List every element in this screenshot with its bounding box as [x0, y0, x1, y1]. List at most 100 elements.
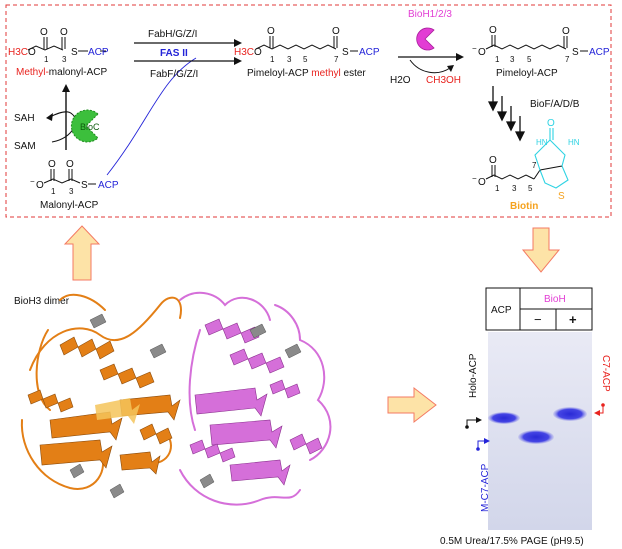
methyl-malonyl-o2: O [28, 47, 36, 58]
bioh-arrowhead [456, 53, 464, 61]
sah-label: SAH [14, 113, 35, 124]
biotin-minus: − [472, 174, 477, 183]
pimeloyl-ester-name-b: methyl [311, 68, 340, 79]
methyl-malonyl-name-prefix: Methyl- [16, 67, 49, 78]
pimeloyl-ester-o2: O [254, 47, 262, 58]
malonyl-name: Malonyl-ACP [40, 200, 99, 211]
methyl-malonyl-o1: O [40, 27, 48, 38]
pimeloyl-o1: O [489, 25, 497, 36]
pimeloyl-name: Pimeloyl-ACP [496, 68, 558, 79]
biotin-o1: O [489, 155, 497, 166]
c7-acp-label: C7-ACP [600, 355, 611, 392]
bioh-enzyme-label: BioH1/2/3 [408, 9, 452, 20]
gel-col-acp: ACP [491, 305, 512, 316]
pimeloyl-ester-s: S [342, 47, 349, 58]
pimeloyl-ester-name-a: Pimeloyl-ACP [247, 68, 311, 79]
sam-label: SAM [14, 141, 36, 152]
pimeloyl-num7: 7 [565, 55, 570, 64]
malonyl-num1: 1 [51, 187, 56, 196]
fabfgzi-label: FabF/G/Z/I [150, 69, 198, 80]
pimeloyl-acp-structure [485, 35, 588, 52]
bioh-enzyme-icon [416, 27, 435, 51]
bioc-arrowhead [62, 84, 70, 92]
biotin-o3: O [547, 118, 555, 129]
gel-col-minus: − [534, 312, 542, 327]
up-block-arrow [63, 225, 101, 281]
methyl-malonyl-num3: 3 [62, 55, 67, 64]
pimeloyl-ester-name-c: ester [341, 68, 367, 79]
malonyl-acp-structure [43, 169, 96, 185]
pimeloyl-ester-num3: 3 [287, 55, 292, 64]
pimeloyl-num1: 1 [495, 55, 500, 64]
malonyl-minus: − [30, 177, 35, 186]
down-block-arrow [521, 227, 561, 273]
biotin-o2: O [478, 177, 486, 188]
biotin-hn1: HN [536, 138, 548, 147]
holo-acp-marker [465, 417, 482, 429]
h2o-label: H2O [390, 75, 411, 86]
pimeloyl-o2: O [478, 47, 486, 58]
gel-caption: 0.5M Urea/17.5% PAGE (pH9.5) [440, 536, 584, 547]
biotin-s: S [558, 191, 565, 202]
pimeloyl-ester-num1: 1 [270, 55, 275, 64]
malonyl-o3: O [66, 159, 74, 170]
water-methanol-curve [409, 59, 451, 74]
malonyl-s: S [81, 180, 88, 191]
bioh3-dimer-image [20, 291, 332, 506]
biofadb-arrows [487, 86, 526, 142]
malonyl-acp: ACP [98, 180, 119, 191]
biotin-name: Biotin [510, 201, 538, 212]
pimeloyl-acp: ACP [589, 47, 610, 58]
biofadb-label: BioF/A/D/B [530, 99, 580, 110]
methyl-malonyl-name-suffix: malonyl-ACP [49, 67, 108, 78]
holo-acp-label: Holo-ACP [468, 353, 479, 398]
pimeloyl-ester-num5: 5 [303, 55, 308, 64]
fabhgzi-label: FabH/G/Z/I [148, 29, 197, 40]
gel-band-c7-acp [553, 407, 587, 421]
pimeloyl-ester-structure [255, 36, 358, 52]
malonyl-o1: O [48, 159, 56, 170]
pimeloyl-ester-h3c: H3C [234, 47, 254, 58]
gel-col-bioh: BioH [544, 294, 566, 305]
water-methanol-arrowhead [447, 65, 454, 72]
fas-label: FAS II [160, 48, 188, 59]
methyl-malonyl-acp: ACP [88, 47, 109, 58]
pimeloyl-minus: − [472, 44, 477, 53]
pimeloyl-ester-acp: ACP [359, 47, 380, 58]
methyl-malonyl-num1: 1 [44, 55, 49, 64]
gel-header [485, 287, 593, 331]
pimeloyl-o3: O [562, 26, 570, 37]
pimeloyl-s: S [572, 47, 579, 58]
biotin-structure [485, 128, 569, 189]
biotin-num1: 1 [495, 184, 500, 193]
sam-sah-curve [47, 111, 76, 143]
gel-col-plus: + [569, 312, 577, 327]
malonyl-to-fas-connector [106, 57, 197, 176]
pimeloyl-ester-o3: O [332, 26, 340, 37]
biotin-num5: 5 [528, 184, 533, 193]
pimeloyl-num3: 3 [510, 55, 515, 64]
pimeloyl-ester-o1: O [267, 26, 275, 37]
bioh3-dimer-title: BioH3 dimer [14, 296, 70, 307]
gel-band-m-c7-acp [518, 430, 554, 444]
methyl-malonyl-h3c: H3C [8, 47, 28, 58]
fas-top-arrowhead [234, 39, 242, 47]
gel-band-holo-acp [488, 412, 520, 424]
bioc-enzyme-icon [70, 109, 99, 143]
biotin-num3: 3 [512, 184, 517, 193]
sam-sah-arrowhead [46, 113, 53, 121]
m-c7-acp-marker [476, 438, 490, 451]
methyl-malonyl-acp-structure [27, 37, 106, 52]
right-block-arrow [387, 386, 437, 424]
pimeloyl-ester-name: Pimeloyl-ACP methyl ester [247, 68, 366, 79]
pimeloyl-ester-num7: 7 [334, 55, 339, 64]
methyl-malonyl-name: Methyl-malonyl-ACP [16, 67, 107, 78]
ch3oh-label: CH3OH [426, 75, 461, 86]
m-c7-acp-label: M-C7-ACP [480, 463, 491, 512]
pimeloyl-num5: 5 [527, 55, 532, 64]
c7-acp-marker [594, 403, 605, 416]
malonyl-num3: 3 [69, 187, 74, 196]
fas-bottom-arrowhead [234, 57, 242, 65]
bioc-label: BioC [80, 122, 100, 132]
biotin-hn2: HN [568, 138, 580, 147]
